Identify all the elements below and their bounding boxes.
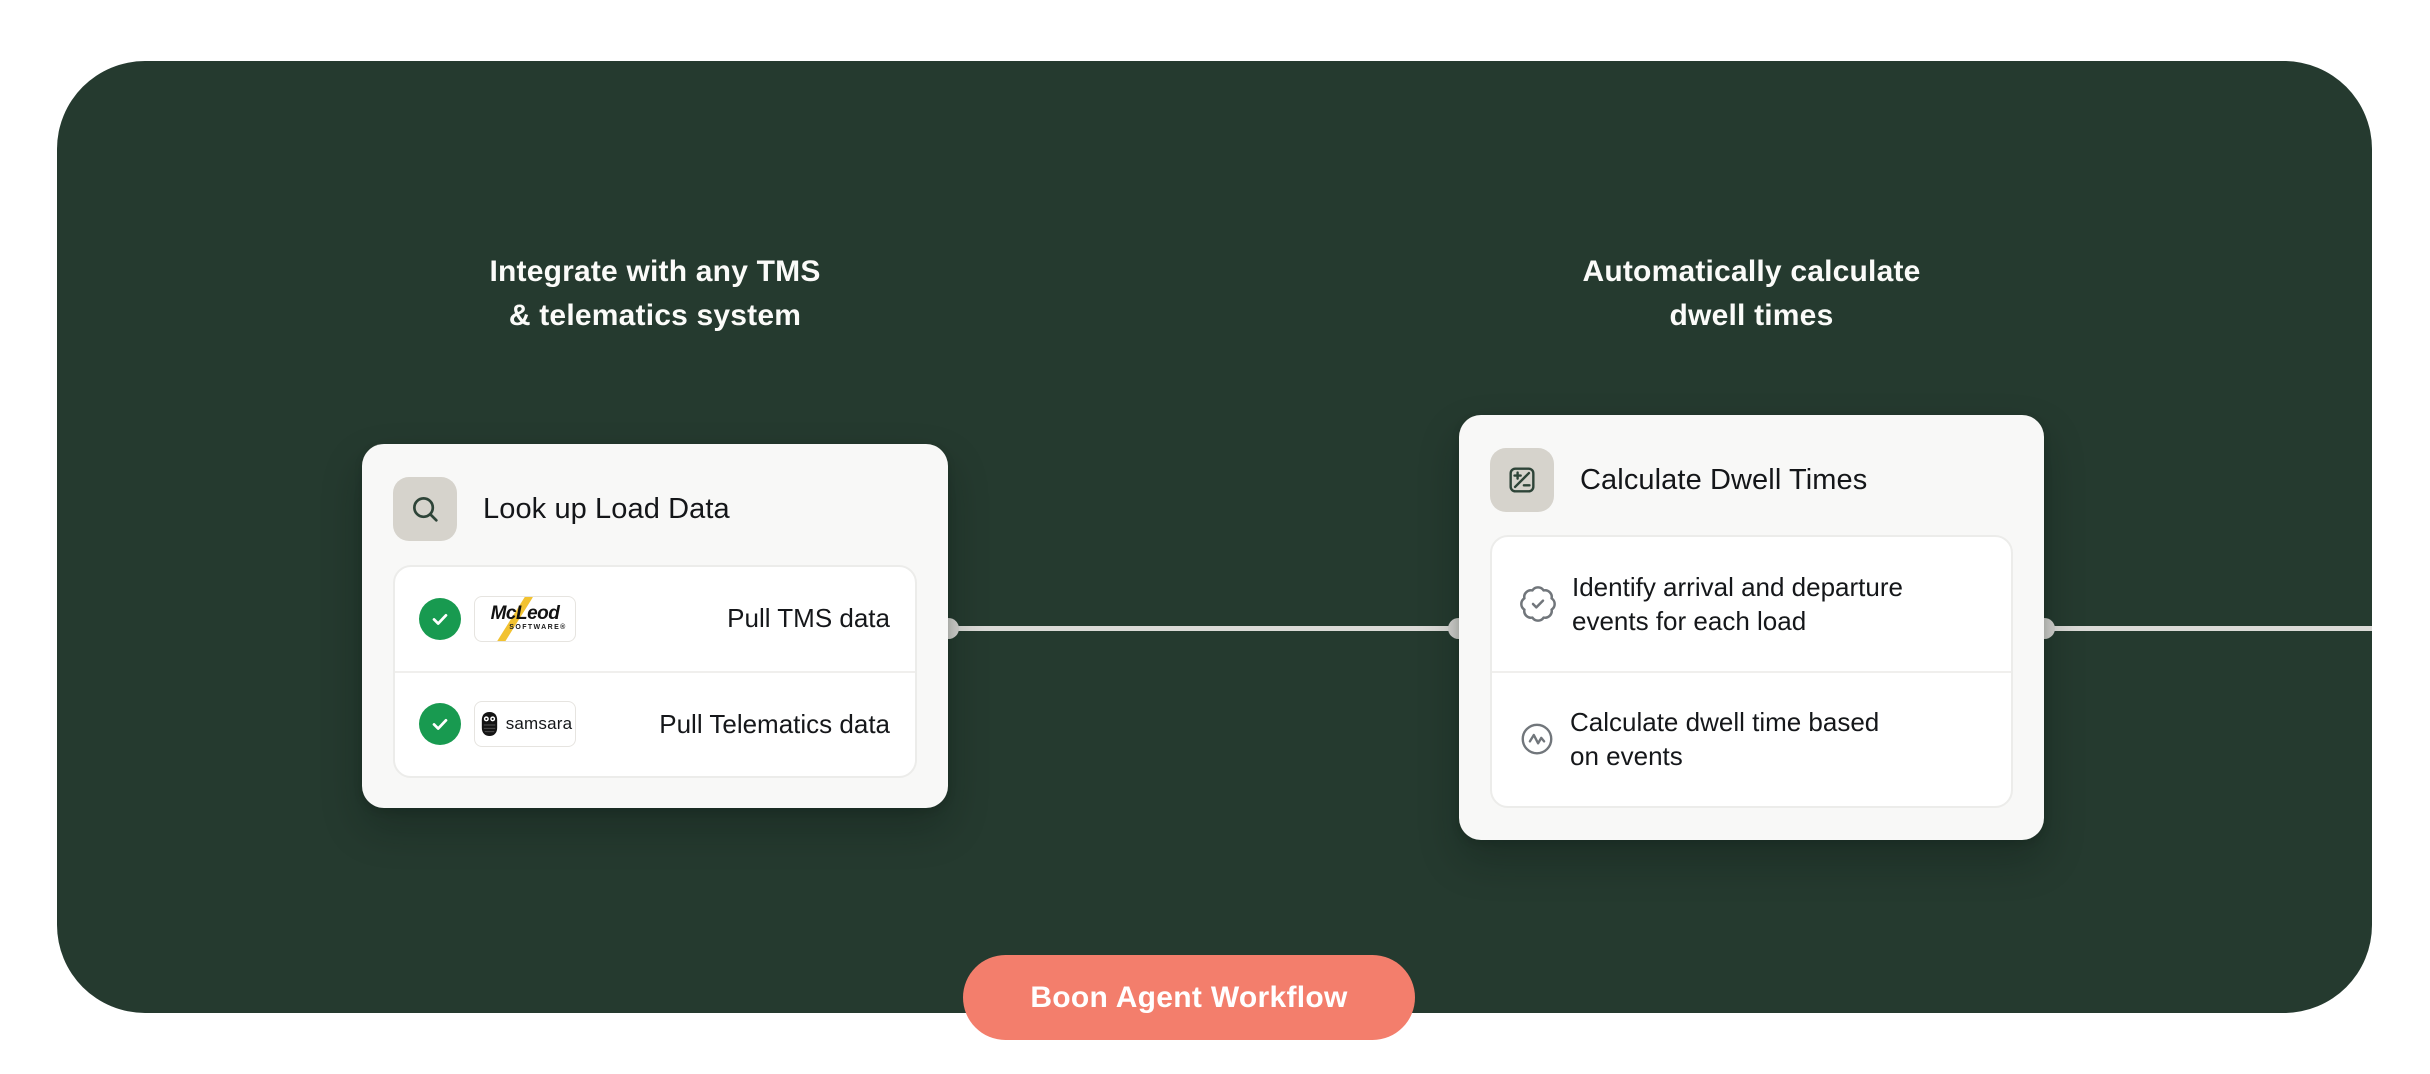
samsara-logo-text: samsara [505, 714, 573, 734]
lookup-card-title: Look up Load Data [483, 492, 730, 525]
identify-events-line1: Identify arrival and departure [1572, 571, 1903, 602]
boon-agent-workflow-label: Boon Agent Workflow [1030, 980, 1348, 1014]
connector-line-1 [948, 626, 1458, 631]
pull-telematics-data-label: Pull Telematics data [659, 708, 890, 739]
activity-icon [1518, 720, 1556, 758]
dwell-card-title: Calculate Dwell Times [1580, 463, 1868, 496]
identify-events-text: Identify arrival and departure events fo… [1572, 570, 1903, 638]
mcleod-logo-subtext: SOFTWARE® [509, 624, 567, 632]
step-identify-events: Identify arrival and departure events fo… [1492, 537, 2011, 671]
lookup-card-header: Look up Load Data [393, 477, 730, 541]
search-icon-box [393, 477, 457, 541]
lookup-load-data-card[interactable]: Look up Load Data McLeod SOFTWARE® Pull … [362, 444, 948, 808]
calculate-dwell-line1: Calculate dwell time based [1570, 707, 1880, 738]
mcleod-logo-text: McLeod [490, 603, 560, 625]
calculate-dwell-times-card[interactable]: Calculate Dwell Times Identify arrival a… [1459, 415, 2044, 840]
step-calculate-dwell: Calculate dwell time based on events [1492, 670, 2011, 807]
heading-integrate: Integrate with any TMS & telematics syst… [362, 250, 948, 338]
check-circle-icon [419, 703, 461, 746]
heading-integrate-line2: & telematics system [508, 299, 802, 332]
dwell-steps-list: Identify arrival and departure events fo… [1490, 535, 2013, 808]
pull-tms-data-label: Pull TMS data [727, 603, 890, 634]
connector-line-2 [2044, 626, 2372, 631]
boon-agent-workflow-button[interactable]: Boon Agent Workflow [963, 955, 1415, 1040]
search-icon [408, 492, 442, 526]
identify-events-line2: events for each load [1572, 605, 1807, 636]
calculate-dwell-line2: on events [1570, 741, 1683, 772]
heading-integrate-line1: Integrate with any TMS [489, 255, 821, 288]
heading-dwell: Automatically calculate dwell times [1459, 250, 2044, 338]
calculate-dwell-text: Calculate dwell time based on events [1570, 705, 1879, 773]
step-pull-telematics-data: samsara Pull Telematics data [395, 670, 915, 777]
heading-dwell-line2: dwell times [1669, 299, 1834, 332]
dwell-card-header: Calculate Dwell Times [1490, 448, 1867, 512]
samsara-logo: samsara [474, 701, 576, 748]
heading-dwell-line1: Automatically calculate [1582, 255, 1921, 288]
samsara-owl-icon [478, 711, 501, 737]
lookup-steps-list: McLeod SOFTWARE® Pull TMS data [393, 565, 917, 778]
check-circle-icon [419, 597, 461, 640]
badge-check-icon [1518, 584, 1558, 624]
mcleod-logo: McLeod SOFTWARE® [474, 595, 576, 642]
plus-minus-icon-box [1490, 448, 1554, 512]
step-pull-tms-data: McLeod SOFTWARE® Pull TMS data [395, 567, 915, 671]
plus-minus-icon [1506, 464, 1538, 496]
